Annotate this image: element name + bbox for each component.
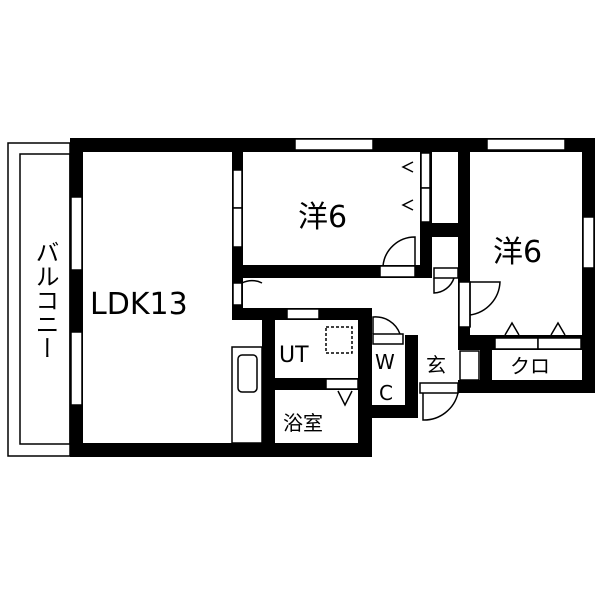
- room-label-balcony: バルコニー: [31, 240, 59, 360]
- windows: [70, 138, 595, 406]
- room-label-western-1: 洋6: [298, 200, 347, 235]
- room-label-entrance: 玄: [426, 353, 446, 377]
- room-label-bathroom: 浴室: [283, 411, 323, 435]
- room-label-toilet-c: C: [379, 381, 393, 405]
- room-label-western-2: 洋6: [493, 235, 542, 270]
- kitchen-counter: [231, 346, 263, 444]
- doors: [232, 161, 582, 421]
- room-label-ldk: LDK13: [90, 287, 188, 322]
- room-label-utility: UT: [279, 343, 309, 368]
- room-label-toilet-w: W: [375, 350, 395, 374]
- washing-machine-space: [325, 326, 353, 354]
- room-label-closet: クロ: [510, 354, 550, 378]
- shoe-cabinet: [459, 350, 480, 381]
